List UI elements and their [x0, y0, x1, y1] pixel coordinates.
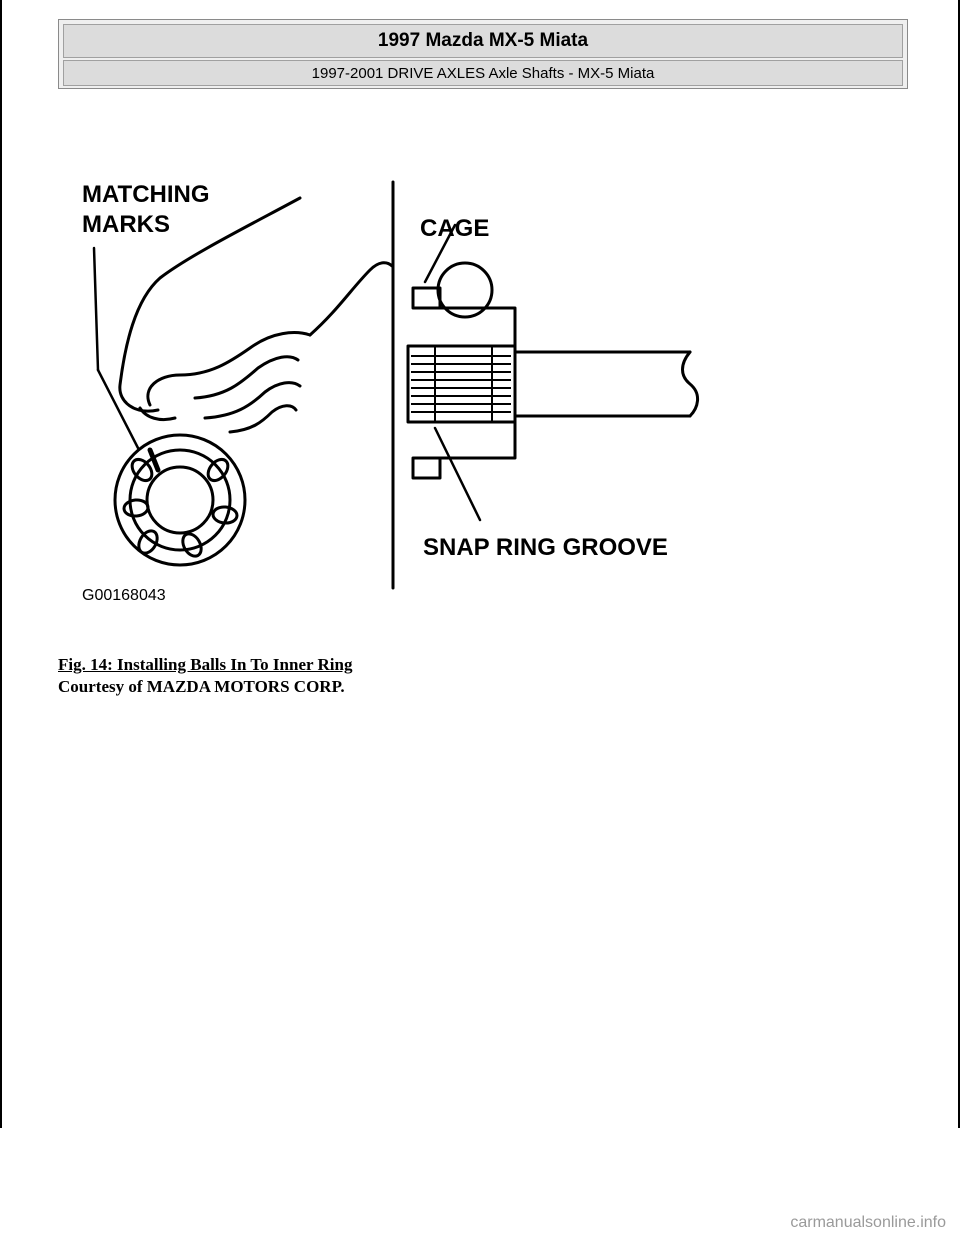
header-subtitle: 1997-2001 DRIVE AXLES Axle Shafts - MX-5…: [63, 60, 903, 86]
figure-caption: Fig. 14: Installing Balls In To Inner Ri…: [58, 654, 352, 698]
label-snap-ring-groove: SNAP RING GROOVE: [423, 534, 668, 561]
label-cage: CAGE: [420, 215, 489, 242]
figure-illustration: MATCHING MARKS CAGE SNAP RING GROOVE G00…: [80, 170, 700, 610]
caption-title: Fig. 14: Installing Balls In To Inner Ri…: [58, 655, 353, 674]
label-matching-marks-line2: MARKS: [82, 211, 170, 238]
page-border-left: [0, 0, 2, 1128]
joint-diagram: MATCHING MARKS CAGE SNAP RING GROOVE G00…: [82, 180, 699, 604]
footer-watermark[interactable]: carmanualsonline.info: [790, 1214, 946, 1231]
document-header: 1997 Mazda MX-5 Miata 1997-2001 DRIVE AX…: [58, 19, 908, 89]
caption-courtesy: Courtesy of MAZDA MOTORS CORP.: [58, 677, 345, 696]
label-figure-id: G00168043: [82, 587, 166, 604]
label-matching-marks-line1: MATCHING: [82, 181, 210, 208]
header-title: 1997 Mazda MX-5 Miata: [63, 24, 903, 58]
page-border-right: [958, 0, 960, 1128]
